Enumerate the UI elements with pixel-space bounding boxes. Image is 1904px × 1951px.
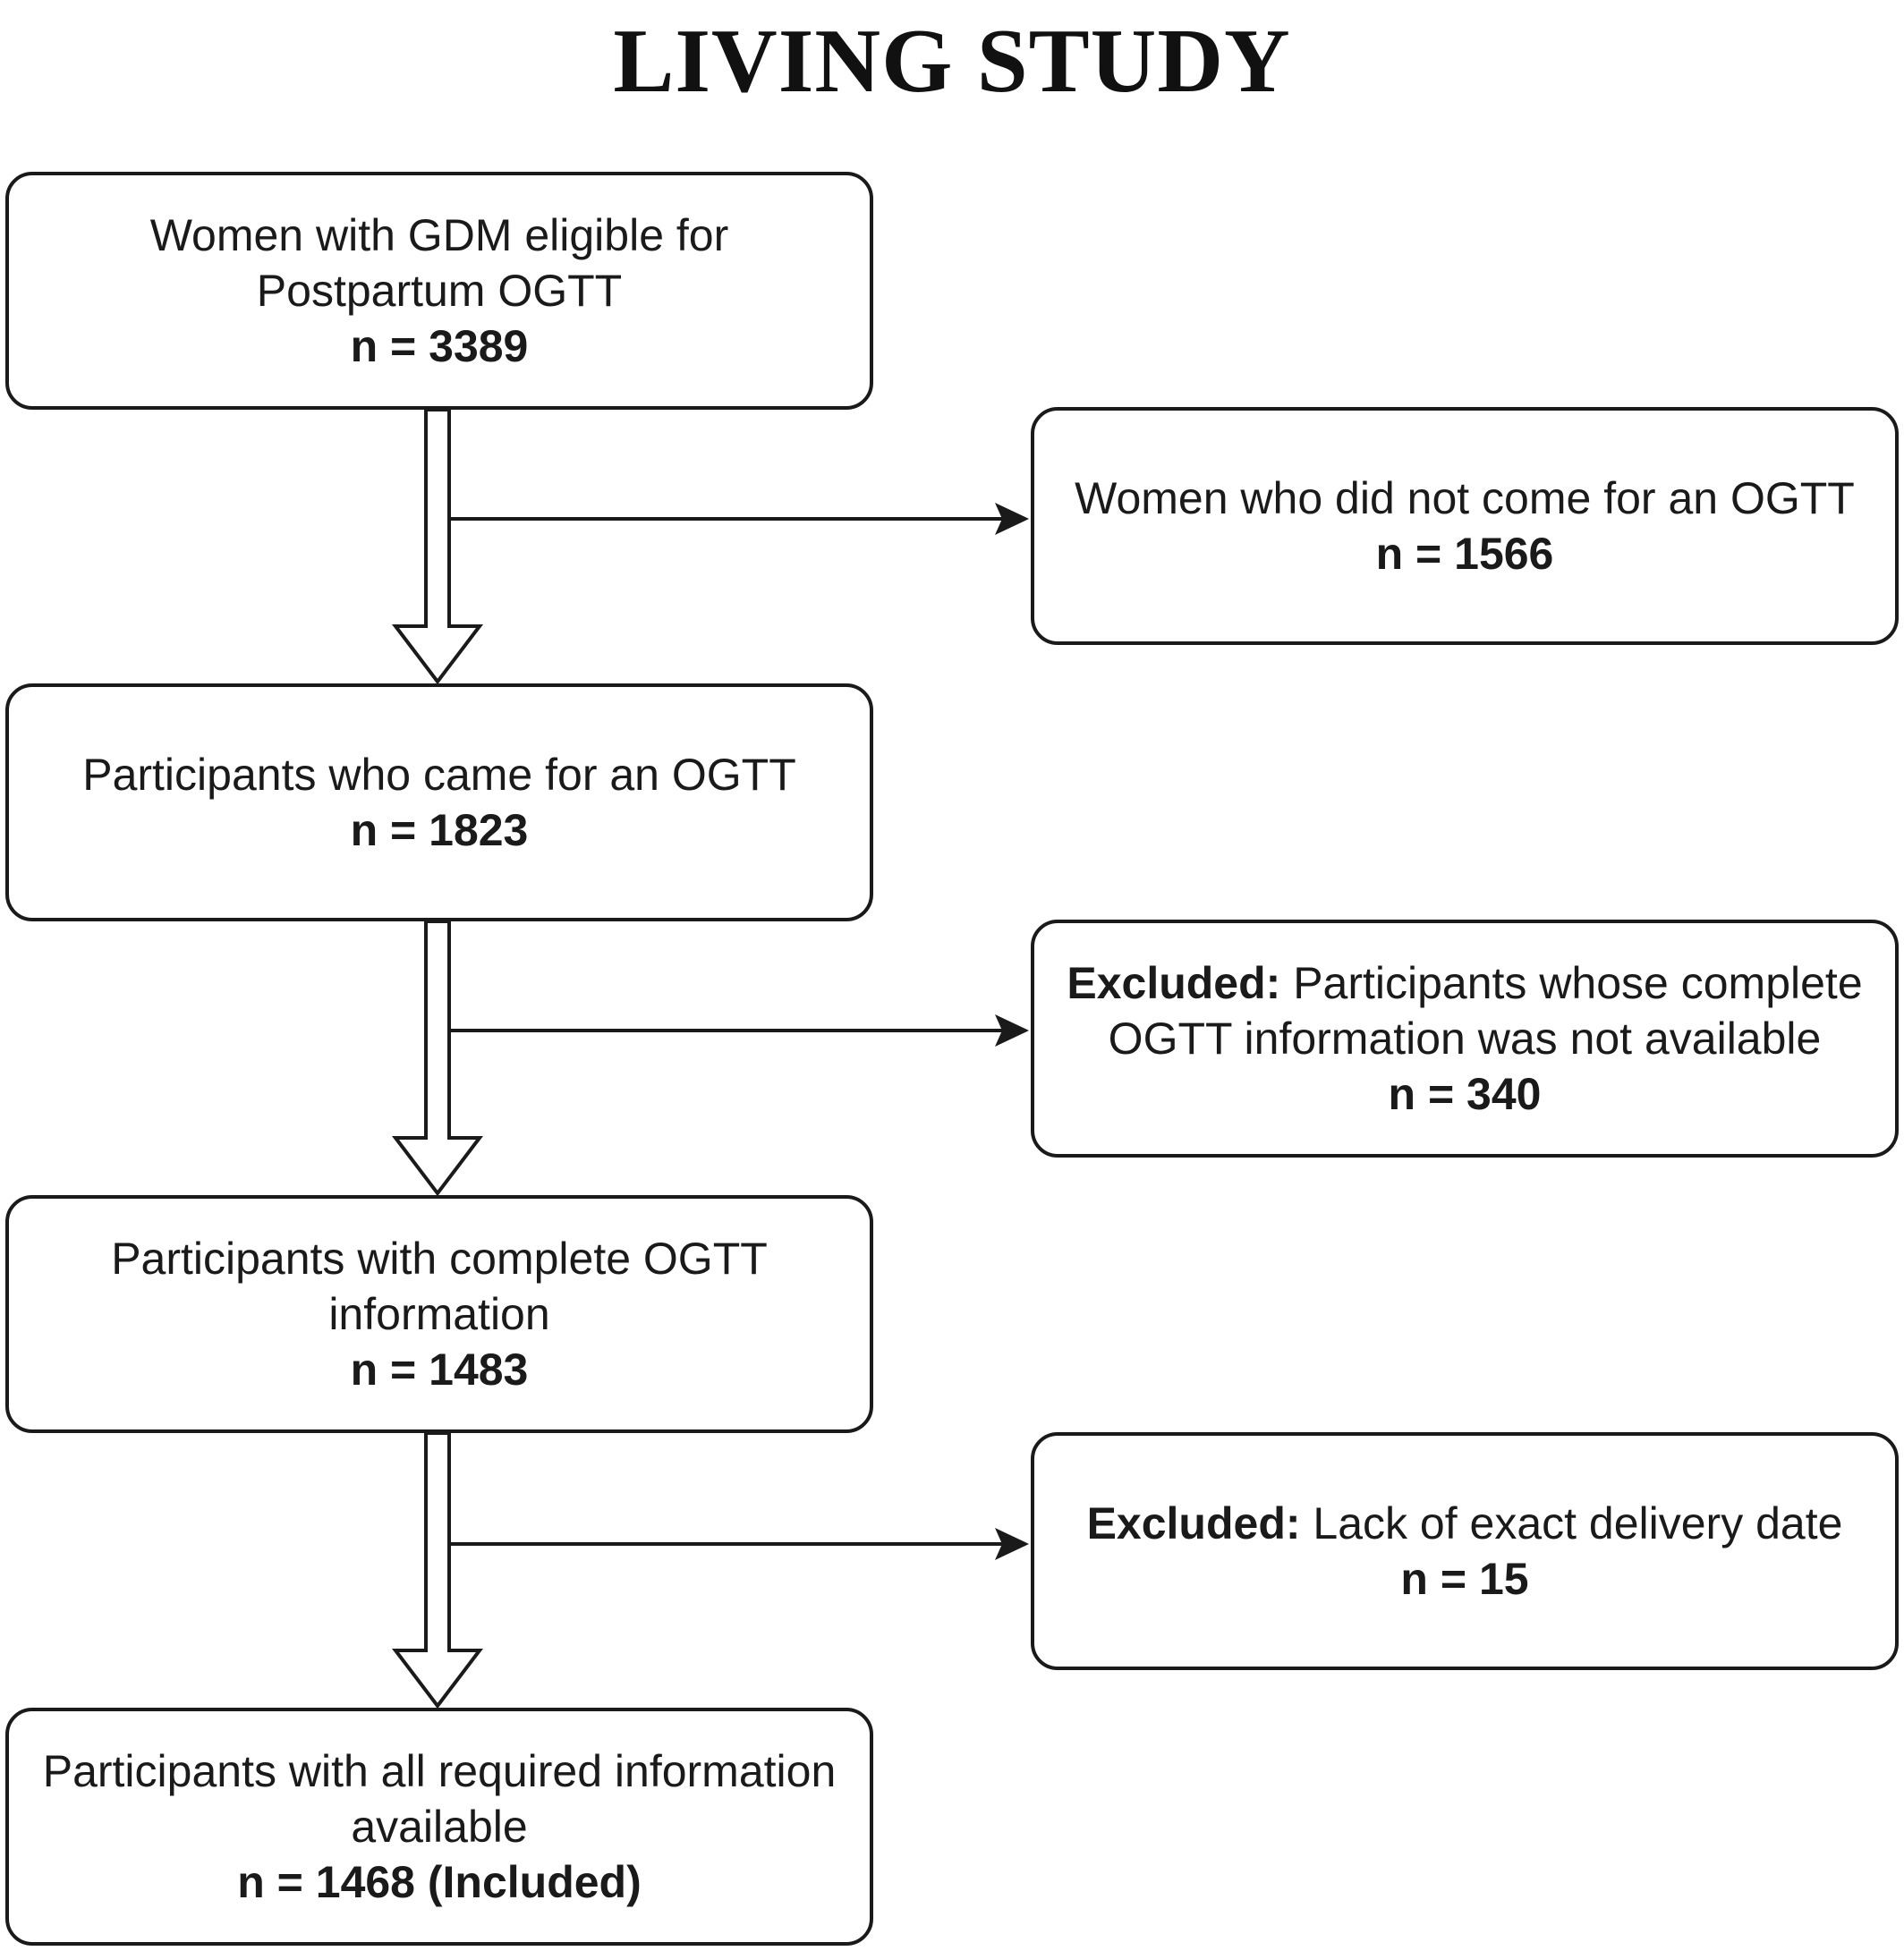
box-excluded-incomplete-text: Participants whose complete OGTT informa… — [1108, 958, 1863, 1064]
box-did-not-come-label: Women who did not come for an OGTT — [1075, 471, 1855, 526]
box-excluded-delivery-date: Excluded: Lack of exact delivery date n … — [1031, 1432, 1899, 1670]
box-eligible: Women with GDM eligible for Postpartum O… — [5, 172, 873, 410]
side-arrow-3-head — [995, 1528, 1029, 1560]
box-did-not-come-text: Women who did not come for an OGTT — [1075, 473, 1855, 523]
box-came-for-ogtt-count: n = 1823 — [350, 805, 529, 855]
box-included: Participants with all required informati… — [5, 1708, 873, 1946]
box-excluded-incomplete-count: n = 340 — [1388, 1069, 1542, 1119]
box-excluded-incomplete-label: Excluded: Participants whose complete OG… — [1043, 955, 1886, 1066]
box-eligible-label: Women with GDM eligible for Postpartum O… — [149, 210, 729, 316]
box-excluded-delivery-date-prefix: Excluded: — [1086, 1498, 1301, 1548]
box-came-for-ogtt: Participants who came for an OGTT n = 18… — [5, 683, 873, 921]
box-excluded-delivery-date-text: Lack of exact delivery date — [1300, 1498, 1843, 1548]
box-eligible-count: n = 3389 — [350, 321, 529, 371]
box-complete-ogtt-label: Participants with complete OGTT informat… — [111, 1234, 768, 1339]
diagram-title: LIVING STUDY — [613, 11, 1291, 112]
down-arrow-1 — [391, 408, 484, 685]
box-complete-ogtt: Participants with complete OGTT informat… — [5, 1195, 873, 1433]
box-excluded-delivery-date-count: n = 15 — [1400, 1554, 1529, 1604]
box-excluded-delivery-date-label: Excluded: Lack of exact delivery date — [1087, 1496, 1843, 1551]
side-arrow-2-head — [995, 1014, 1029, 1047]
box-excluded-incomplete: Excluded: Participants whose complete OG… — [1031, 920, 1899, 1158]
box-included-count: n = 1468 (Included) — [237, 1857, 642, 1907]
box-included-label: Participants with all required informati… — [42, 1746, 837, 1852]
box-came-for-ogtt-label: Participants who came for an OGTT — [82, 750, 796, 800]
down-arrow-3 — [391, 1431, 484, 1709]
side-arrow-1-head — [995, 503, 1029, 535]
box-complete-ogtt-count: n = 1483 — [350, 1344, 529, 1395]
down-arrow-2 — [391, 920, 484, 1197]
box-did-not-come: Women who did not come for an OGTT n = 1… — [1031, 407, 1899, 645]
box-excluded-incomplete-prefix: Excluded: — [1067, 958, 1281, 1008]
box-did-not-come-count: n = 1566 — [1375, 529, 1554, 579]
